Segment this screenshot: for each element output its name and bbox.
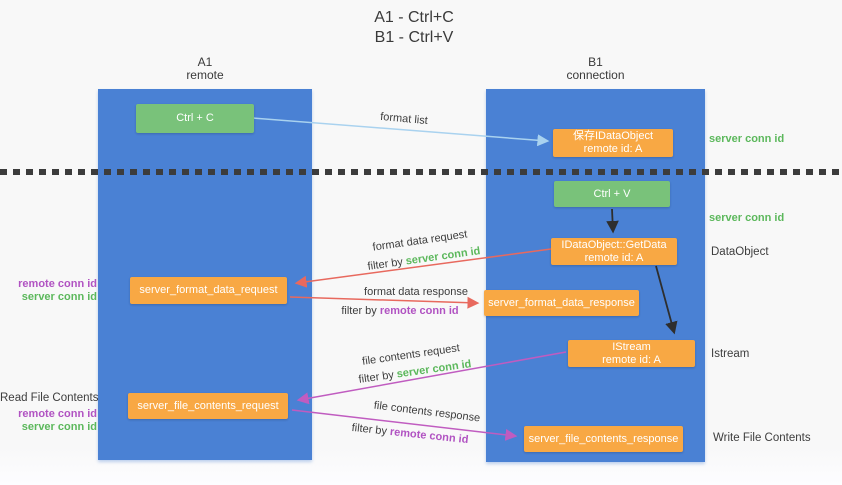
server-file-contents-response-label: server_file_contents_response xyxy=(528,432,679,445)
server-format-data-response-label: server_format_data_response xyxy=(488,296,635,309)
istream-title: IStream xyxy=(612,340,651,353)
istream-annotation: Istream xyxy=(711,348,750,360)
filter-by-text: filter by xyxy=(366,256,404,273)
server-conn-id-text: server conn id xyxy=(404,245,482,268)
istream-node: IStream remote id: A xyxy=(568,340,695,367)
remote-conn-id-text: remote conn id xyxy=(379,305,459,317)
filter-by-text: filter by xyxy=(357,369,395,386)
server-conn-id-annotation-mid: server conn id xyxy=(709,212,785,224)
server-file-contents-response-node: server_file_contents_response xyxy=(524,426,683,452)
server-file-contents-request-label: server_file_contents_request xyxy=(137,399,279,412)
read-file-contents-annotation: Read File Contents xyxy=(0,392,99,404)
left-bottom-conn-id-annotations: remote conn id server conn id xyxy=(0,408,97,434)
lane-header-a1: A1 remote xyxy=(98,56,312,82)
format-list-label: format list xyxy=(379,110,429,128)
remote-conn-id-text: remote conn id xyxy=(389,425,469,447)
lane-a1-role: remote xyxy=(186,68,224,82)
filter-by-text: filter by xyxy=(351,421,388,438)
lane-b1-name: B1 xyxy=(588,55,603,69)
ctrl-v-label: Ctrl + V xyxy=(593,187,631,200)
server-format-data-response-node: server_format_data_response xyxy=(484,290,639,316)
file-contents-response-label: file contents response xyxy=(373,399,481,425)
dataobject-annotation: DataObject xyxy=(711,246,769,258)
remote-conn-id-annotation-mid: remote conn id xyxy=(18,278,97,290)
lane-header-b1: B1 connection xyxy=(486,56,705,82)
server-conn-id-annotation-left-mid: server conn id xyxy=(21,291,97,303)
filter-by-text: filter by xyxy=(341,305,377,317)
save-dataobject-title: 保存IDataObject xyxy=(572,130,654,142)
title-line-1: A1 - Ctrl+C xyxy=(374,9,454,26)
lane-a1-name: A1 xyxy=(197,55,213,69)
ctrl-c-label: Ctrl + C xyxy=(176,112,214,124)
istream-remote-id: remote id: A xyxy=(602,353,661,366)
ctrl-c-node: Ctrl + C xyxy=(136,104,254,133)
ctrl-v-node: Ctrl + V xyxy=(554,181,670,207)
dashed-separator-line xyxy=(0,169,842,175)
diagram-title: A1 - Ctrl+C B1 - Ctrl+V xyxy=(0,8,828,48)
server-format-data-request-node: server_format_data_request xyxy=(130,277,287,304)
getdata-remote-id: remote id: A xyxy=(584,251,644,264)
server-file-contents-request-node: server_file_contents_request xyxy=(128,393,288,419)
title-line-2: B1 - Ctrl+V xyxy=(374,29,454,46)
getdata-node: IDataObject::GetData remote id: A xyxy=(551,238,677,265)
lane-b1-role: connection xyxy=(566,68,625,82)
save-dataobject-node: 保存IDataObject remote id: A xyxy=(553,129,673,157)
server-format-data-request-label: server_format_data_request xyxy=(139,284,278,296)
remote-conn-id-annotation-bottom: remote conn id xyxy=(18,408,97,420)
left-mid-conn-id-annotations: remote conn id server conn id xyxy=(0,278,97,304)
write-file-contents-annotation: Write File Contents xyxy=(713,432,811,444)
server-conn-id-annotation-top: server conn id xyxy=(709,133,785,145)
server-conn-id-annotation-left-bottom: server conn id xyxy=(21,421,97,433)
getdata-title: IDataObject::GetData xyxy=(561,238,667,251)
save-dataobject-remote-id: remote id: A xyxy=(583,143,643,155)
format-data-response-label: format data response xyxy=(364,286,468,298)
